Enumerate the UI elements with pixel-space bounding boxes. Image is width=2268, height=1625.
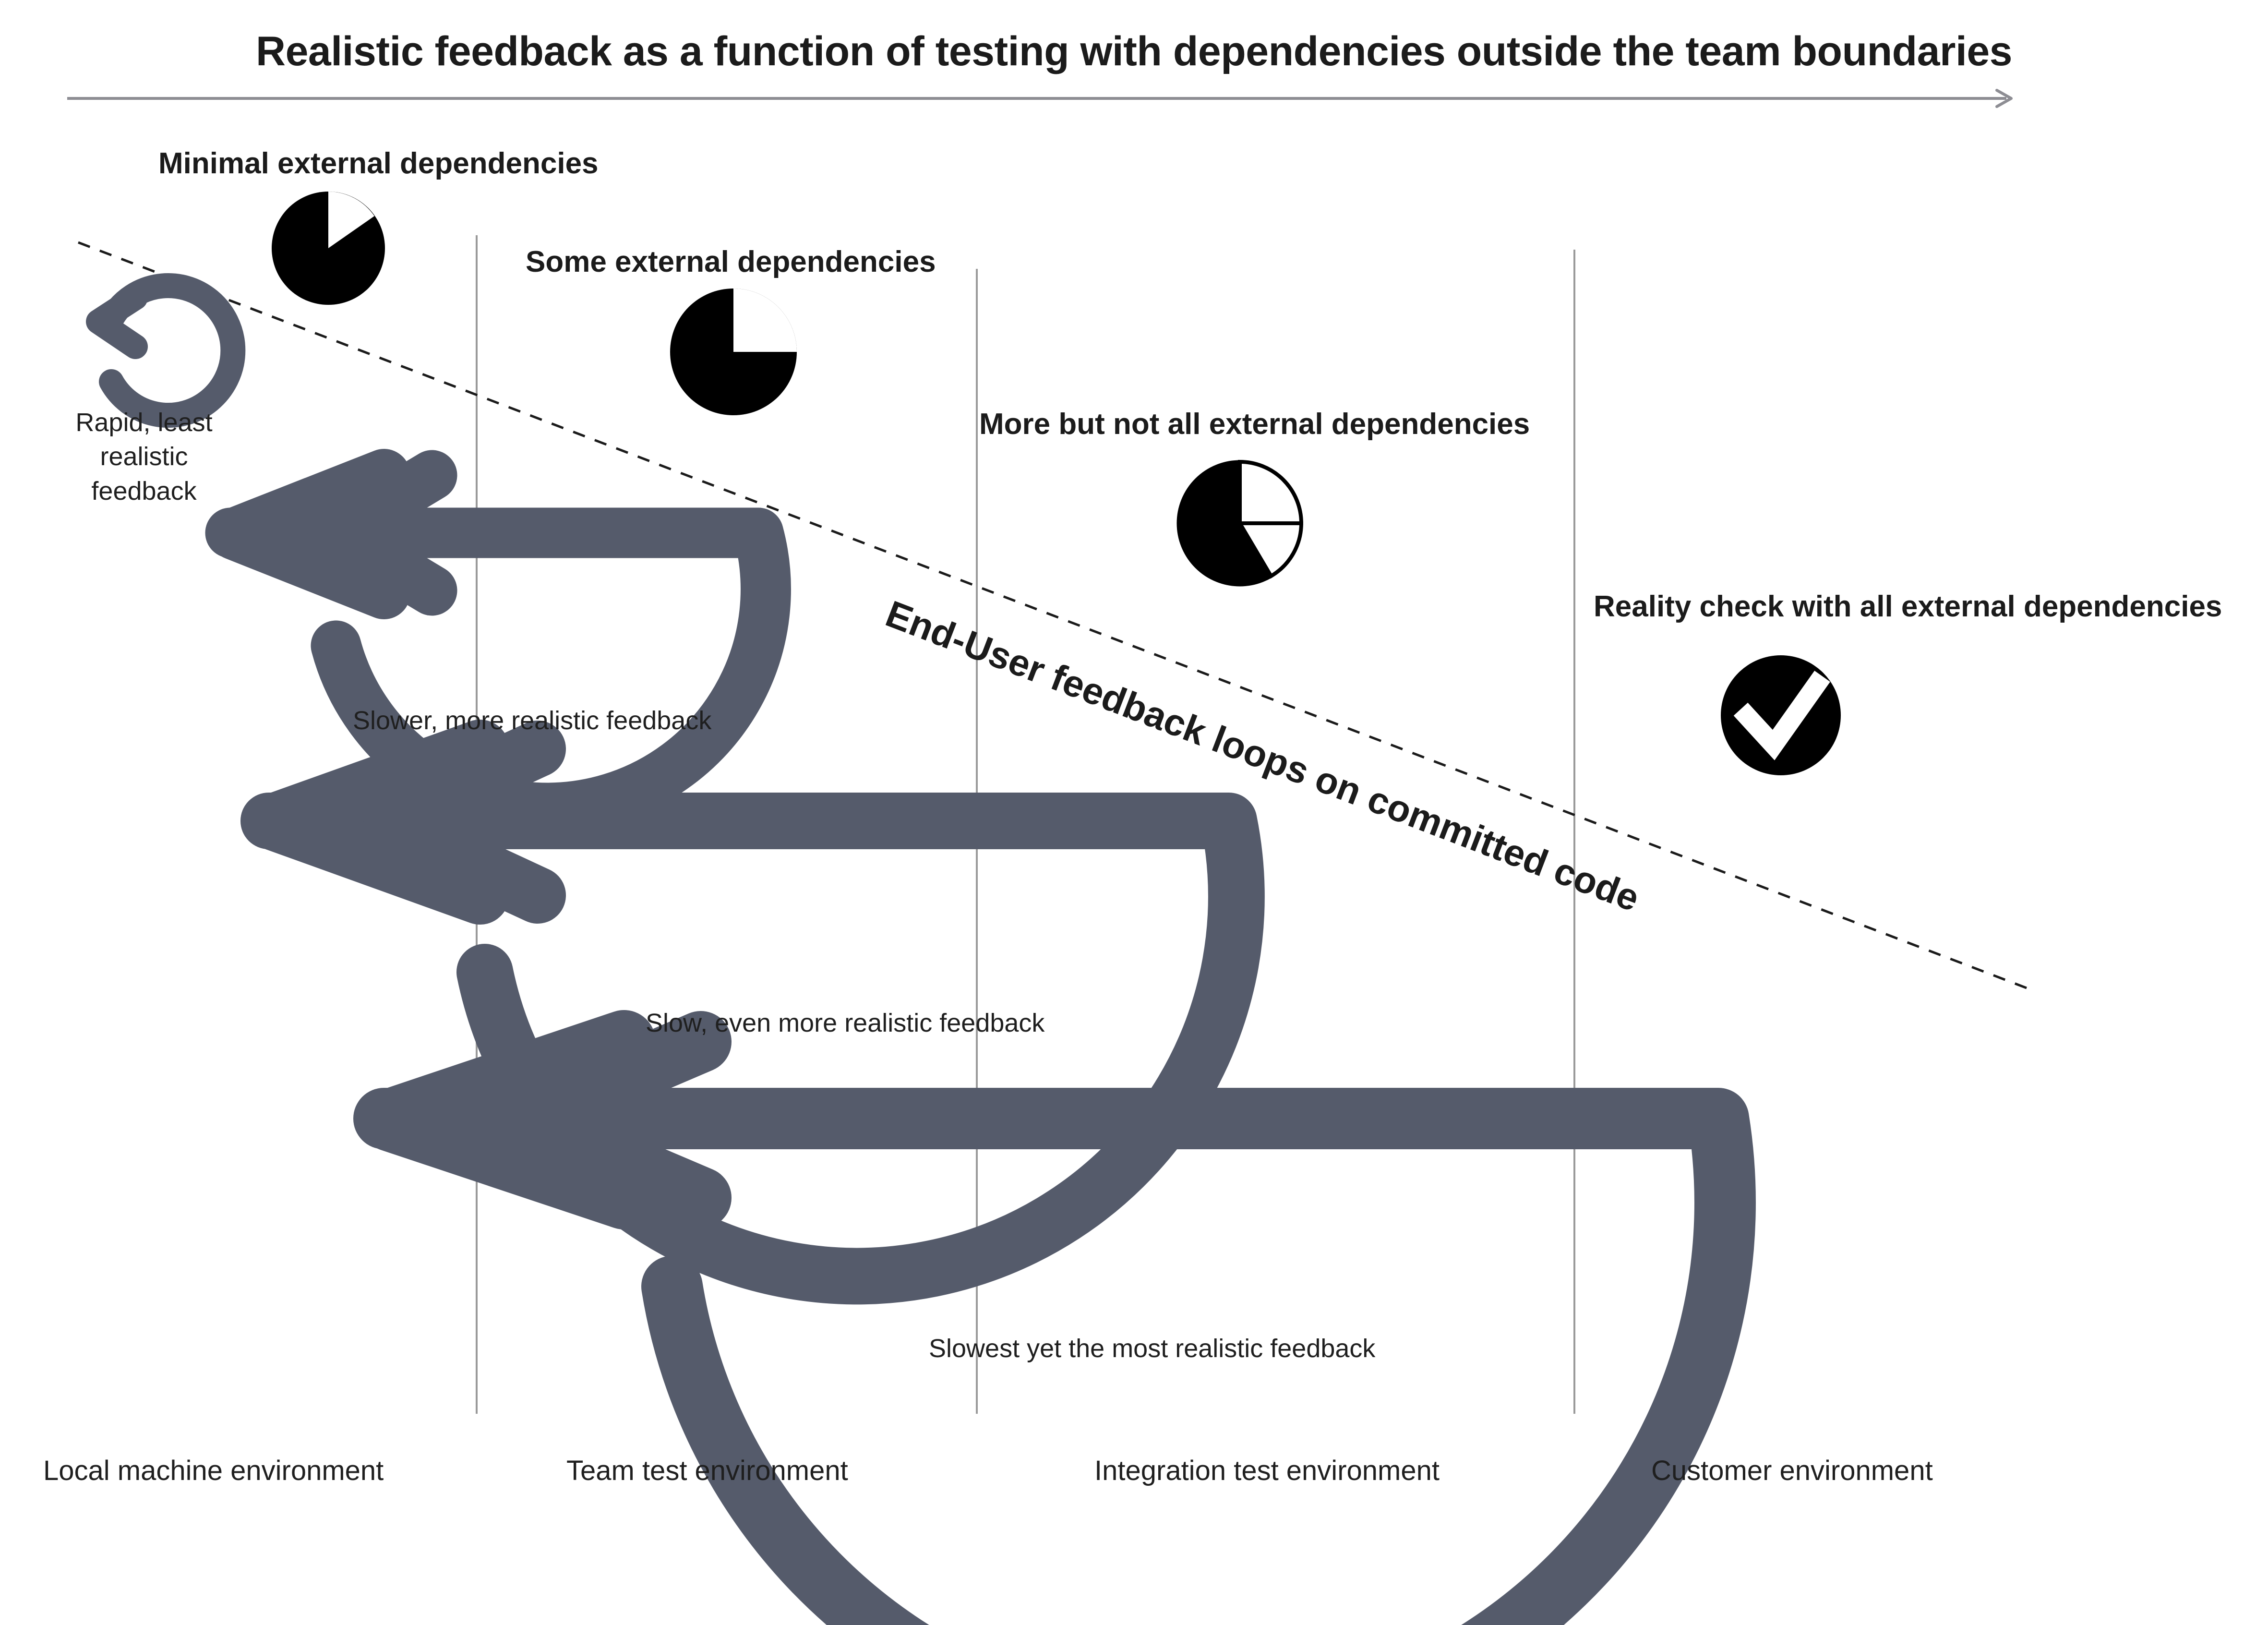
loop-caption-3: Slowest yet the most realistic feedback (929, 1334, 1376, 1363)
page-title: Realistic feedback as a function of test… (255, 28, 2013, 74)
loop-arrow-icon-1 (205, 449, 791, 833)
axis-label-team-test-environment: Team test environment (566, 1455, 848, 1486)
loop-arrow-icon-0 (86, 273, 246, 428)
loop-caption-1: Slower, more realistic feedback (353, 706, 712, 735)
check-circle-icon (1721, 655, 1841, 775)
pie-heading-4: Reality check with all external dependen… (1594, 590, 2222, 623)
diagonal-label: End-User feedback loops on committed cod… (880, 592, 1645, 920)
loop-caption-2: Slow, even more realistic feedback (646, 1009, 1045, 1037)
loop-caption-0: Rapid, least realistic feedback (75, 408, 213, 506)
axis-label-local-machine-environment: Local machine environment (43, 1455, 384, 1486)
pie-chart-icon-3 (1176, 459, 1304, 587)
pie-chart-icon-1 (272, 192, 385, 305)
title-rule (67, 89, 2013, 108)
pie-chart-icon-2 (670, 289, 797, 415)
pie-heading-1: Minimal external dependencies (158, 147, 599, 180)
pie-heading-3: More but not all external dependencies (979, 408, 1530, 441)
pie-heading-2: Some external dependencies (526, 245, 936, 278)
axis-label-integration-test-environment: Integration test environment (1094, 1455, 1440, 1486)
axis-label-customer-environment: Customer environment (1651, 1455, 1933, 1486)
